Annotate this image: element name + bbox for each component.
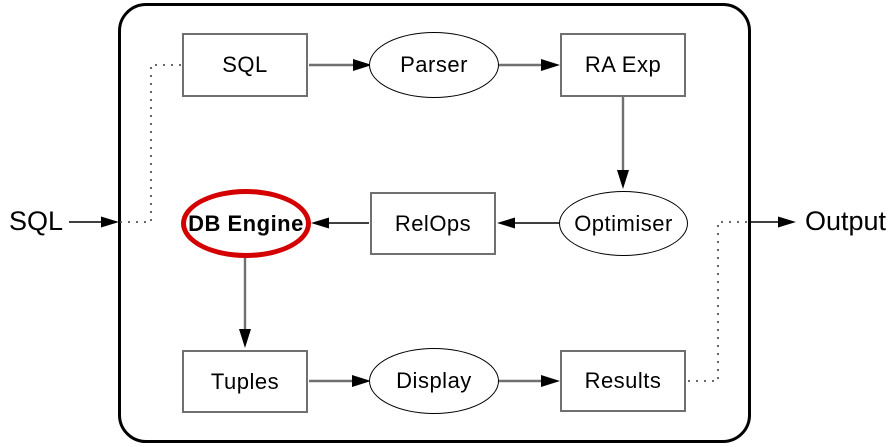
node-dbengine-label: DB Engine	[188, 210, 304, 236]
node-results-box: Results	[560, 350, 686, 412]
node-tuples-label: Tuples	[210, 368, 280, 394]
edge-external-sql-arrowhead	[101, 216, 119, 228]
edge-dbengine-tuples-arrowhead	[239, 329, 251, 348]
edge-relops-dbengine-arrowhead	[311, 217, 329, 229]
edge-tuples-display-arrowhead	[352, 375, 371, 387]
node-parser-label: Parser	[400, 52, 468, 77]
node-sql-label: SQL	[222, 52, 268, 77]
edge-sql-parser-arrowhead	[353, 59, 372, 71]
node-display-label: Display	[396, 368, 472, 393]
node-dbengine-ellipse: DB Engine	[181, 189, 311, 258]
edge-raexp-optimiser-arrowhead	[617, 170, 629, 189]
external-output-label: Output	[805, 206, 887, 236]
node-display-ellipse: Display	[369, 348, 499, 414]
node-results-label: Results	[584, 368, 662, 393]
node-tuples-box: Tuples	[182, 350, 308, 413]
node-raexp-label: RA Exp	[584, 52, 662, 77]
node-relops-box: RelOps	[370, 192, 496, 255]
edge-optimiser-relops-arrowhead	[497, 217, 515, 229]
dotted-path-sql-input	[120, 64, 181, 223]
dotted-path-results-output	[688, 221, 748, 382]
outer-frame-border	[118, 3, 751, 443]
edge-display-results-arrowhead	[541, 375, 560, 387]
node-sql-box: SQL	[182, 33, 308, 97]
edge-external-output-arrowhead	[778, 216, 796, 228]
node-optimiser-ellipse: Optimiser	[559, 191, 688, 256]
node-parser-ellipse: Parser	[369, 32, 499, 98]
edge-parser-raexp-arrowhead	[541, 59, 560, 71]
node-optimiser-label: Optimiser	[574, 210, 673, 236]
node-relops-label: RelOps	[394, 210, 472, 236]
node-raexp-box: RA Exp	[560, 33, 686, 97]
external-input-label: SQL	[9, 206, 64, 236]
